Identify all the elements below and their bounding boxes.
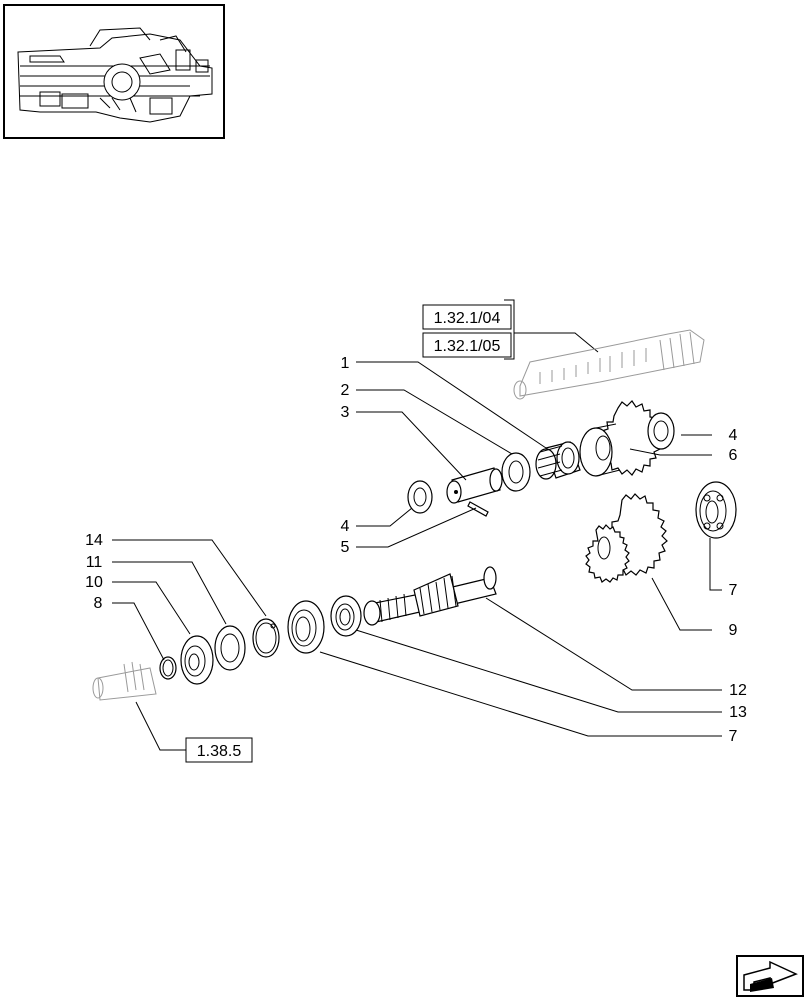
callout-4-right: 4 bbox=[729, 427, 738, 444]
ref-bracket bbox=[504, 299, 515, 360]
part-12-splined-shaft bbox=[363, 566, 497, 626]
callout-9: 9 bbox=[729, 622, 738, 639]
callout-2: 2 bbox=[341, 382, 350, 399]
part-10-bearing-ring bbox=[180, 635, 214, 685]
upper-shaft bbox=[513, 329, 705, 400]
ref-label: 1.32.1/04 bbox=[434, 310, 501, 327]
lower-stub-shaft bbox=[92, 661, 157, 701]
callout-1: 1 bbox=[341, 355, 350, 372]
callout-5: 5 bbox=[341, 539, 350, 556]
callout-13: 13 bbox=[729, 704, 747, 721]
part-8-circlip bbox=[159, 656, 177, 680]
part-3-pin-shaft bbox=[446, 467, 503, 504]
callouts: 1 2 3 4 5 4 6 7 9 14 11 10 8 12 13 7 bbox=[85, 355, 747, 745]
callout-10: 10 bbox=[85, 574, 103, 591]
ref-box-1-32-1-04[interactable]: 1.32.1/04 bbox=[422, 304, 512, 330]
callout-8: 8 bbox=[94, 595, 103, 612]
part-5-roll-pin bbox=[467, 501, 489, 517]
part-7-ball-bearing bbox=[695, 481, 737, 539]
callout-7-upper: 7 bbox=[729, 582, 738, 599]
ref-label: 1.32.1/05 bbox=[434, 338, 501, 355]
callout-14: 14 bbox=[85, 532, 103, 549]
part-14-snap-ring bbox=[252, 618, 280, 658]
ref-box-1-38-5[interactable]: 1.38.5 bbox=[185, 737, 253, 763]
next-page-arrow-icon[interactable] bbox=[736, 955, 804, 997]
part-11-spacer-ring bbox=[214, 625, 246, 671]
callout-11: 11 bbox=[86, 554, 103, 571]
part-6-gear bbox=[579, 400, 662, 477]
part-2-washer bbox=[501, 452, 531, 492]
part-4-thrust-washer-right bbox=[647, 412, 675, 450]
ref-leader bbox=[514, 332, 599, 353]
callout-6: 6 bbox=[729, 447, 738, 464]
part-4-thrust-washer bbox=[407, 480, 433, 514]
callout-12: 12 bbox=[729, 682, 747, 699]
callout-3: 3 bbox=[341, 404, 350, 421]
transmission-overview-thumbnail[interactable] bbox=[3, 4, 225, 139]
ref-label: 1.38.5 bbox=[197, 743, 242, 760]
ref-leader bbox=[135, 701, 186, 751]
part-7-bearing-lower bbox=[287, 600, 325, 654]
ref-box-1-32-1-05[interactable]: 1.32.1/05 bbox=[422, 332, 512, 358]
callout-7-lower: 7 bbox=[729, 728, 738, 745]
part-1-splined-sleeve bbox=[535, 441, 581, 480]
part-9-double-gear bbox=[585, 493, 668, 583]
callout-4-left: 4 bbox=[341, 518, 350, 535]
leader-lines bbox=[112, 361, 722, 737]
part-13-seal-ring bbox=[330, 595, 362, 637]
